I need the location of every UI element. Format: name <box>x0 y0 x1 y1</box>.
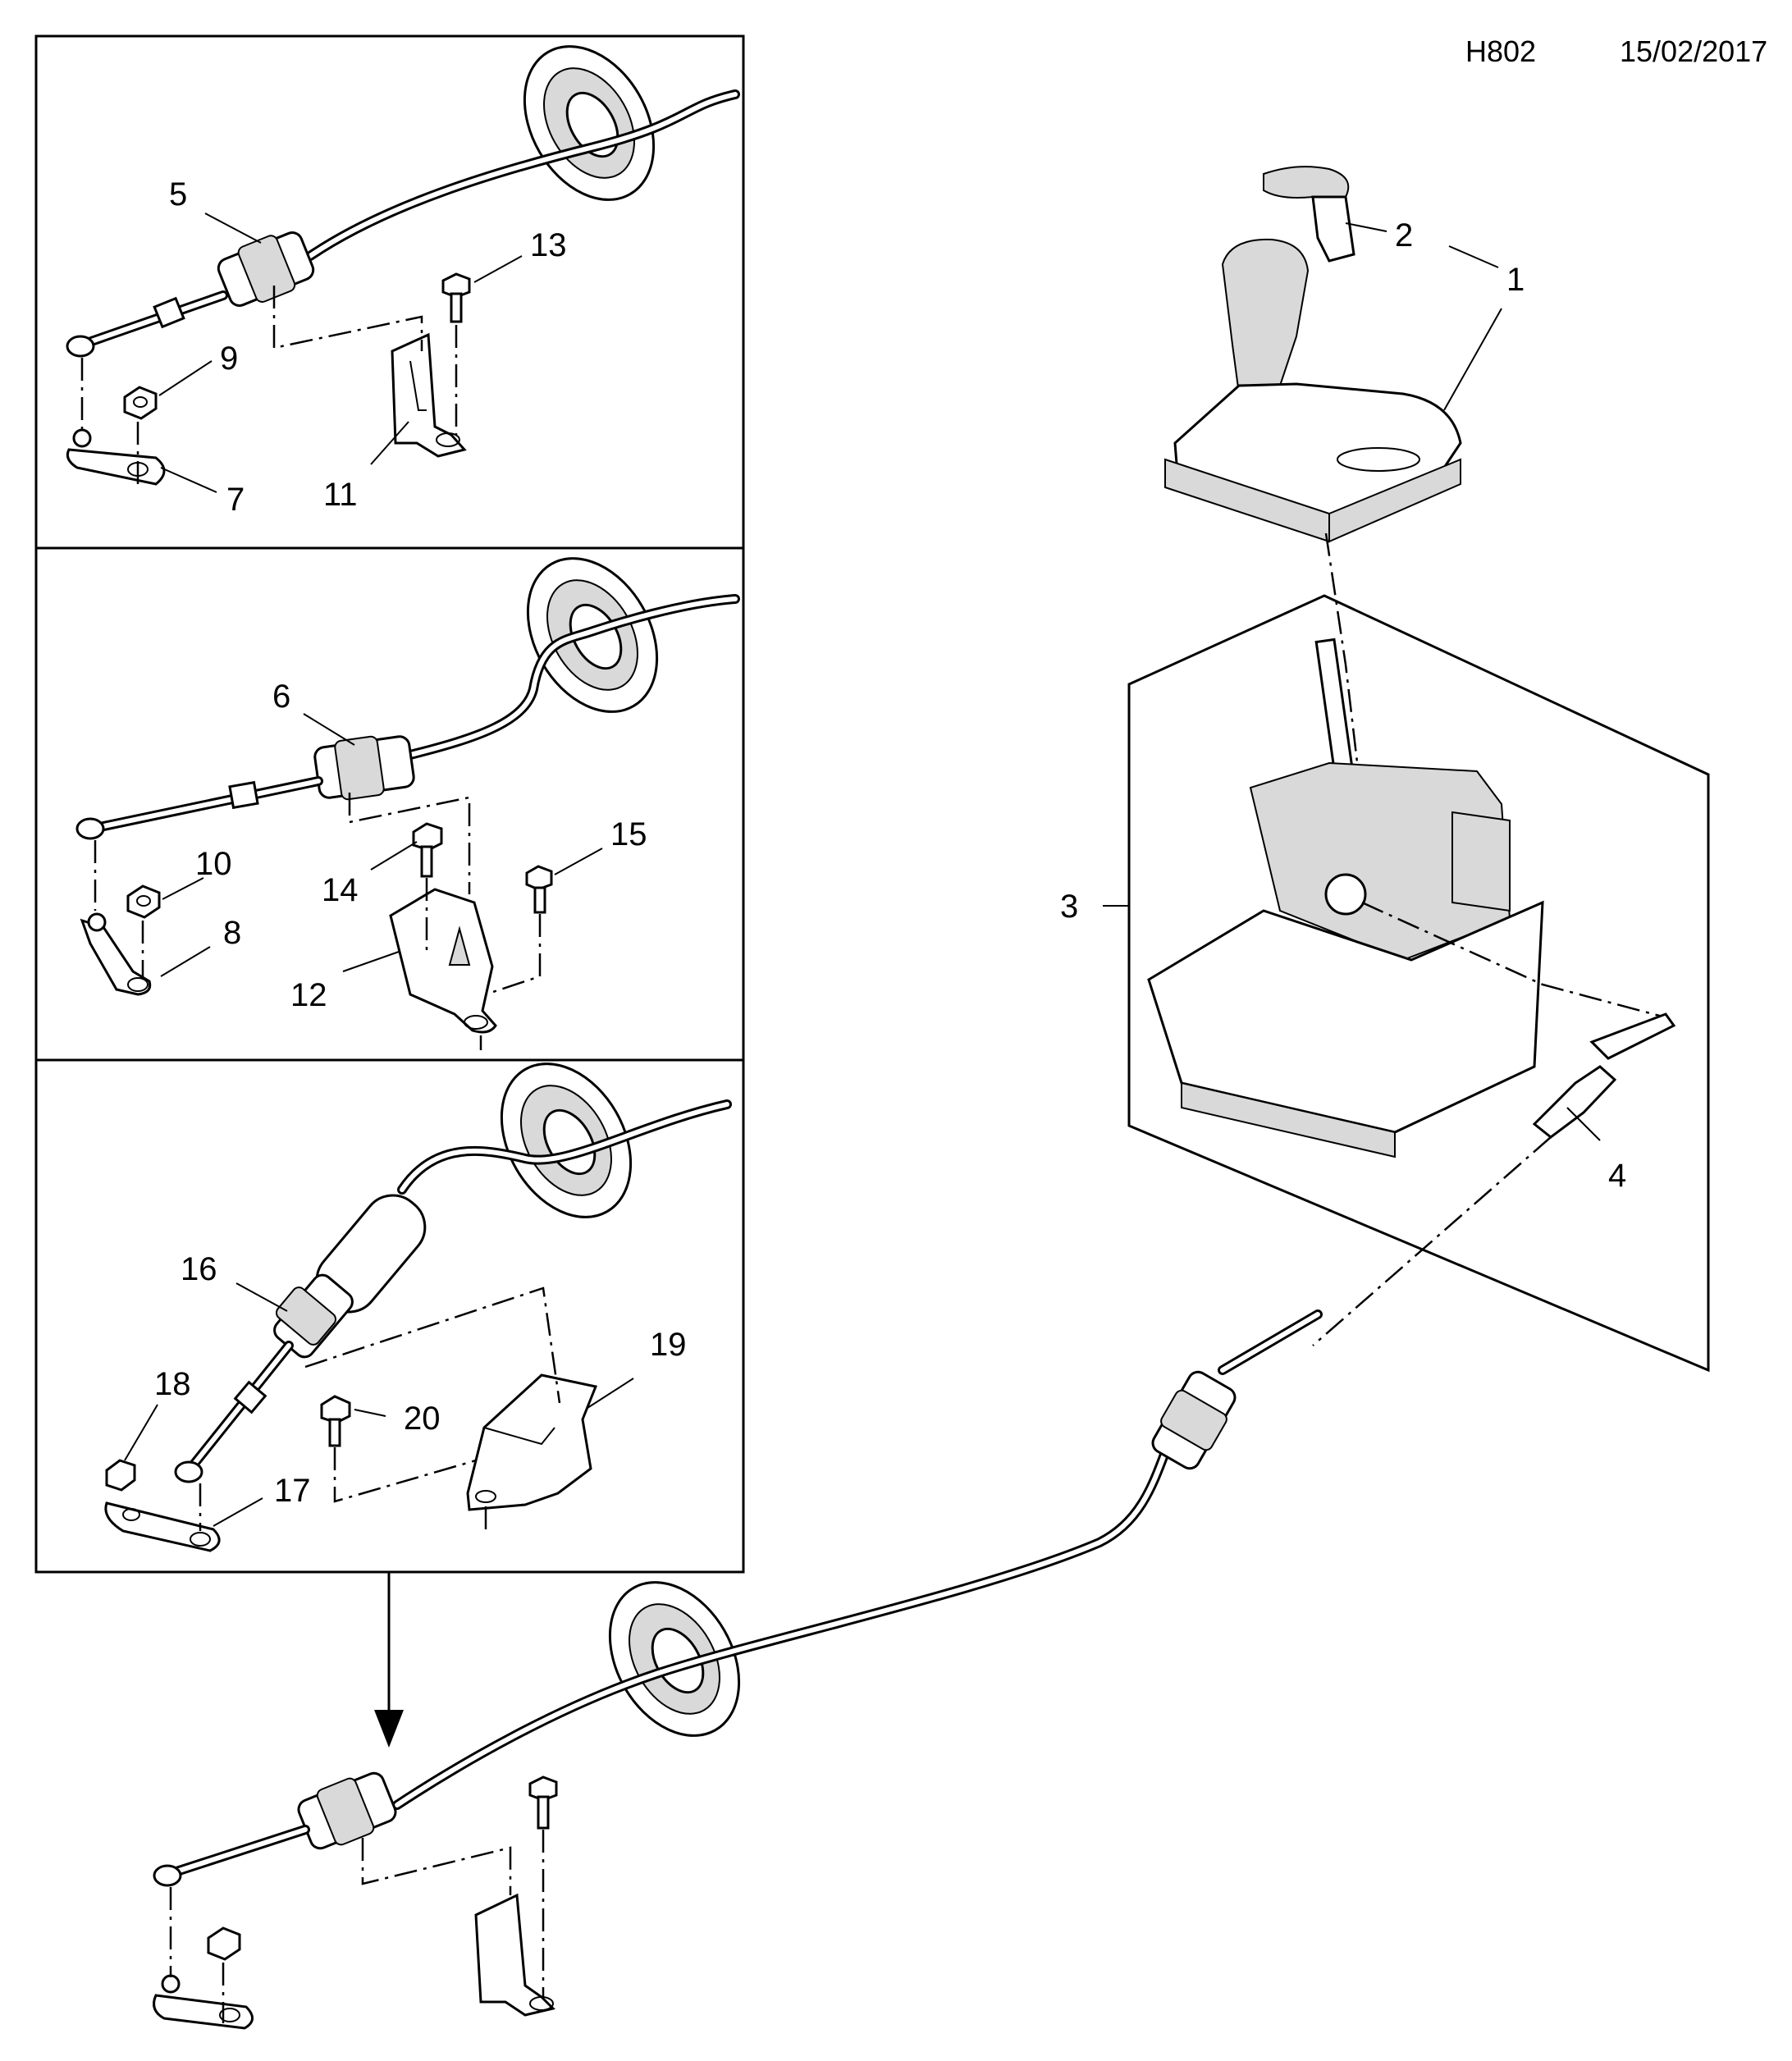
bolt-20 <box>320 1395 351 1447</box>
shifter-panel-frame <box>1127 594 1710 1373</box>
leader-8 <box>160 946 211 977</box>
bolt-15 <box>525 865 553 914</box>
shift-knob-console-1 <box>1164 238 1462 543</box>
leader-1a <box>1448 245 1499 268</box>
leader-20 <box>354 1409 386 1417</box>
diagram-date: 15/02/2017 <box>1620 34 1768 68</box>
main-nut <box>207 1926 241 1961</box>
callout-18: 18 <box>154 1366 191 1402</box>
shifter-mechanism-3 <box>1147 532 1666 1158</box>
nut-18 <box>105 1459 136 1492</box>
cable-end-fitting-5 <box>66 231 315 358</box>
leader-19 <box>587 1378 634 1409</box>
callout-14: 14 <box>322 872 359 908</box>
bolt-14 <box>412 822 443 878</box>
callout-2: 2 <box>1395 217 1413 254</box>
callout-11: 11 <box>323 477 358 513</box>
callout-3: 3 <box>1060 889 1078 925</box>
leader-7 <box>160 467 217 493</box>
reference-arrow <box>374 1572 404 1748</box>
leader-13 <box>473 255 523 283</box>
callout-12: 12 <box>290 977 327 1013</box>
variant-a-assembly <box>66 45 740 493</box>
leader-16 <box>235 1282 288 1312</box>
callout-6: 6 <box>272 679 290 715</box>
grommet-c <box>500 1062 633 1218</box>
bracket-19 <box>466 1373 598 1511</box>
leader-18 <box>124 1404 158 1461</box>
main-cable-upper-fitting <box>1151 1309 1323 1470</box>
callout-20: 20 <box>404 1401 441 1437</box>
variant-b-assembly <box>75 557 740 1050</box>
nut-10 <box>126 884 161 919</box>
callout-1: 1 <box>1506 262 1525 298</box>
main-lever <box>153 1974 254 2030</box>
lever-17 <box>104 1501 221 1552</box>
leader-4 <box>1566 1107 1601 1141</box>
main-bolt <box>528 1775 558 1830</box>
callout-9: 9 <box>220 340 238 377</box>
main-cable-lower-fitting <box>153 1771 397 1887</box>
leader-10 <box>162 877 204 900</box>
callout-13: 13 <box>530 227 567 263</box>
main-grommet <box>608 1581 741 1737</box>
shift-knob-cap-2 <box>1263 166 1355 263</box>
callout-4: 4 <box>1608 1158 1626 1194</box>
variant-c-assembly <box>104 1062 732 1552</box>
callout-8: 8 <box>223 915 241 951</box>
lever-8 <box>80 912 152 996</box>
leader-2 <box>1345 222 1387 232</box>
leader-1b <box>1443 308 1502 411</box>
callout-15: 15 <box>610 816 647 852</box>
main-cable-assembly <box>153 1309 1323 2030</box>
main-bracket <box>474 1893 555 2017</box>
callout-10: 10 <box>195 846 232 882</box>
bracket-11 <box>391 332 467 458</box>
leader-5 <box>204 212 262 244</box>
leader-11 <box>370 421 409 465</box>
callout-5: 5 <box>169 176 187 212</box>
callout-17: 17 <box>274 1473 311 1509</box>
cable-clip-4 <box>1312 1012 1676 1346</box>
bolt-13 <box>441 272 471 323</box>
grommet-a <box>523 45 656 201</box>
leader-12 <box>342 951 400 972</box>
diagram-code: H802 <box>1465 34 1537 68</box>
leader-17 <box>213 1497 263 1527</box>
callout-16: 16 <box>181 1251 217 1287</box>
leader-9 <box>158 360 213 396</box>
cable-end-fitting-6 <box>75 735 415 840</box>
lever-7 <box>66 428 166 486</box>
bracket-12 <box>389 888 497 1034</box>
leader-6 <box>303 713 355 746</box>
callout-7: 7 <box>226 482 245 518</box>
leader-15 <box>554 848 603 875</box>
nut-9 <box>123 386 158 420</box>
leader-14 <box>370 841 418 871</box>
cable-end-fitting-16 <box>174 1273 354 1483</box>
callout-19: 19 <box>650 1327 687 1363</box>
